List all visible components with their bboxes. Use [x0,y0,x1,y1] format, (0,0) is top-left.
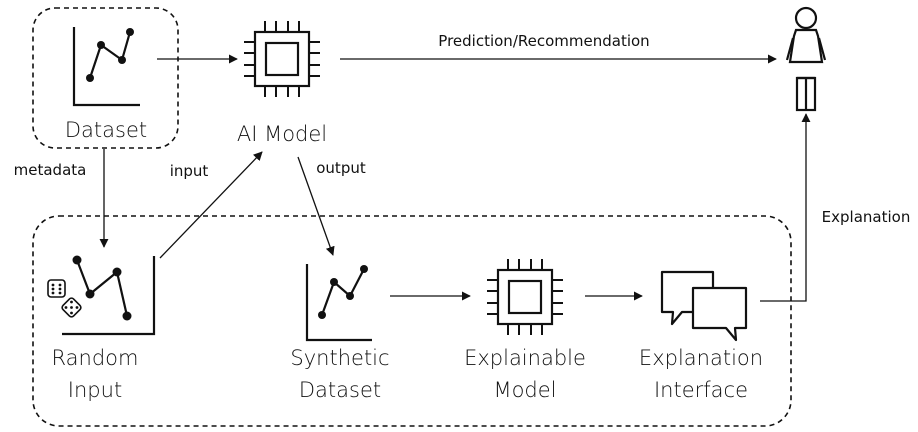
explainable-model-chip-icon [487,259,563,335]
explainable-model-label-line2: Model [493,378,556,402]
explanation-interface-label-line2: Interface [654,378,748,402]
arrow-model-to-synthetic [297,156,335,256]
arrow-interface-to-person [760,113,811,302]
edge-label-prediction: Prediction/Recommendation [438,32,649,50]
ai-model-label: AI Model [237,122,327,146]
explanation-interface-label-line1: Explanation [639,346,763,370]
explanation-pipeline-box [32,215,792,427]
person-icon [785,6,827,112]
random-input-label-line1: Random [52,346,139,370]
ai-model-chip-icon [244,21,320,97]
synthetic-dataset-label-line1: Synthetic [290,346,389,370]
dataset-label: Dataset [65,118,147,142]
random-input-chart-icon [62,255,156,336]
explainable-model-label-line1: Explainable [464,346,586,370]
synthetic-dataset-label-line2: Dataset [299,378,381,402]
dataset-group-box [32,7,179,149]
arrow-random-to-model [159,151,263,259]
edge-label-metadata: metadata [14,161,87,179]
dice-icon [47,279,82,318]
random-input-label-line2: Input [68,378,122,402]
dataset-chart-icon [72,27,140,107]
edge-label-input: input [170,162,209,180]
chat-bubbles-icon [660,270,748,342]
edge-label-explanation: Explanation [822,208,911,226]
edge-label-output: output [316,159,366,177]
synthetic-dataset-chart-icon [305,264,372,342]
